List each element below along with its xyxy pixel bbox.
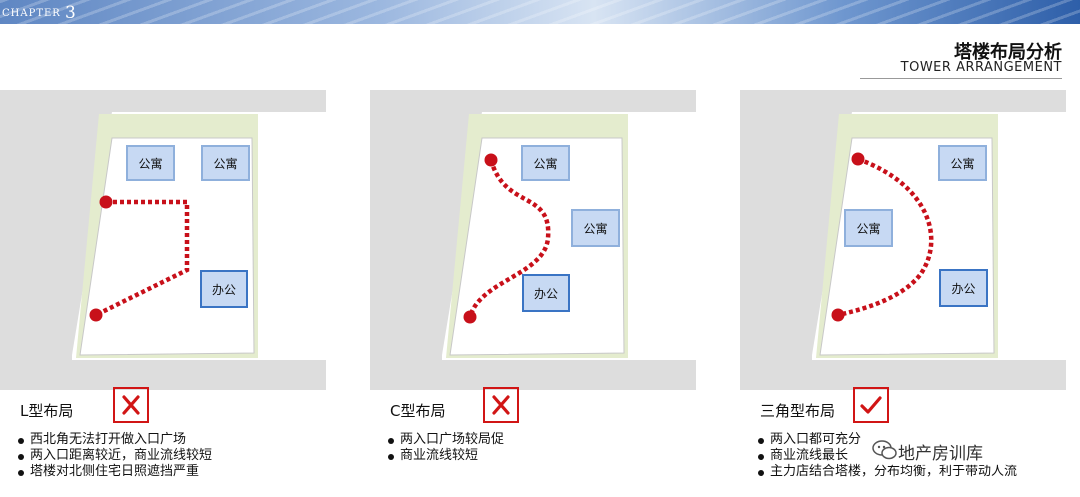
apartment-label-2: 公寓 [213,156,237,171]
apartment-label-2: 公寓 [856,221,880,236]
apartment-block-1 [521,145,570,181]
apartment-block-2 [844,209,893,247]
layout-label-l: L型布局 [20,402,74,420]
bullet-item: 两入口都可充分 [756,432,1017,448]
site-boundary [449,137,625,356]
commercial-route [95,199,190,318]
entrance-dot-2 [831,308,845,322]
bullet-list-l: 西北角无法打开做入口广场 两入口距离较近，商业流线较短 塔楼对北侧住宅日照遮挡严… [16,432,212,480]
apartment-label-1: 公寓 [533,156,557,171]
office-label: 办公 [951,281,975,296]
road-bottom [370,360,696,390]
page-title: 塔楼布局分析 [954,42,1062,63]
office-label: 办公 [534,286,558,301]
office-block [939,269,988,307]
panel-c-layout: 公寓 公寓 办公 C型布局 两入口广场较局促 商业流线较短 [370,90,696,463]
entrance-dot-1 [99,195,113,209]
verdict-cross-icon [483,387,519,423]
bullet-item: 主力店结合塔楼，分布均衡，利于带动人流 [756,464,1017,480]
road-left [740,90,1066,390]
chapter-banner: CHAPTER 3 [0,0,1080,24]
entrance-dot-2 [463,310,477,324]
panel-triangle-layout: 公寓 公寓 办公 三角型布局 两入口都可充分 商业流线最长 主力店结合塔楼，分布… [740,90,1066,479]
bullet-item: 西北角无法打开做入口广场 [16,432,212,448]
site-plan-c: 公寓 公寓 办公 [370,90,696,390]
verdict-check-icon [853,387,889,423]
layout-label-triangle: 三角型布局 [760,402,836,420]
commercial-route [837,156,934,318]
apartment-block-1 [938,145,987,181]
site-plan-l: 公寓 公寓 办公 [0,90,326,390]
apartment-label-1: 公寓 [950,156,974,171]
bullet-item: 商业流线最长 [756,448,1017,464]
apartment-block-2 [201,145,250,181]
commercial-route [467,159,551,318]
apartment-label-2: 公寓 [583,221,607,236]
chapter-word: CHAPTER [2,8,61,19]
watermark: 地产房训库 [868,435,1078,465]
apartment-label-1: 公寓 [138,156,162,171]
road-left [0,90,326,390]
page-subtitle: TOWER ARRANGEMENT [900,60,1062,75]
entrance-dot-1 [484,153,498,167]
bullet-list-triangle: 两入口都可充分 商业流线最长 主力店结合塔楼，分布均衡，利于带动人流 [756,432,1017,480]
watermark-text: 地产房训库 [898,444,983,464]
road-bottom [0,360,326,390]
bullet-item: 两入口距离较近，商业流线较短 [16,448,212,464]
chapter-label: CHAPTER 3 [2,3,77,23]
apartment-block-1 [126,145,175,181]
bullet-item: 商业流线较短 [386,448,504,464]
bullet-list-c: 两入口广场较局促 商业流线较短 [386,432,504,464]
panel-l-layout: 公寓 公寓 办公 L型布局 西北角无法打开做入口广场 两入口距离较近，商业流线较… [0,90,326,479]
bullet-item: 两入口广场较局促 [386,432,504,448]
office-block [522,274,570,312]
apartment-block-2 [571,209,620,247]
wechat-icon [872,440,897,460]
road-bottom [740,360,1066,390]
bullet-item: 塔楼对北侧住宅日照遮挡严重 [16,464,212,480]
title-divider [860,78,1062,79]
verdict-cross-icon [113,387,149,423]
site-plan-triangle: 公寓 公寓 办公 [740,90,1066,390]
road-left [370,90,696,390]
entrance-dot-2 [89,308,103,322]
office-block [200,270,248,308]
entrance-dot-1 [851,152,865,166]
layout-label-c: C型布局 [390,402,446,420]
chapter-number: 3 [65,3,77,23]
office-label: 办公 [212,282,236,297]
